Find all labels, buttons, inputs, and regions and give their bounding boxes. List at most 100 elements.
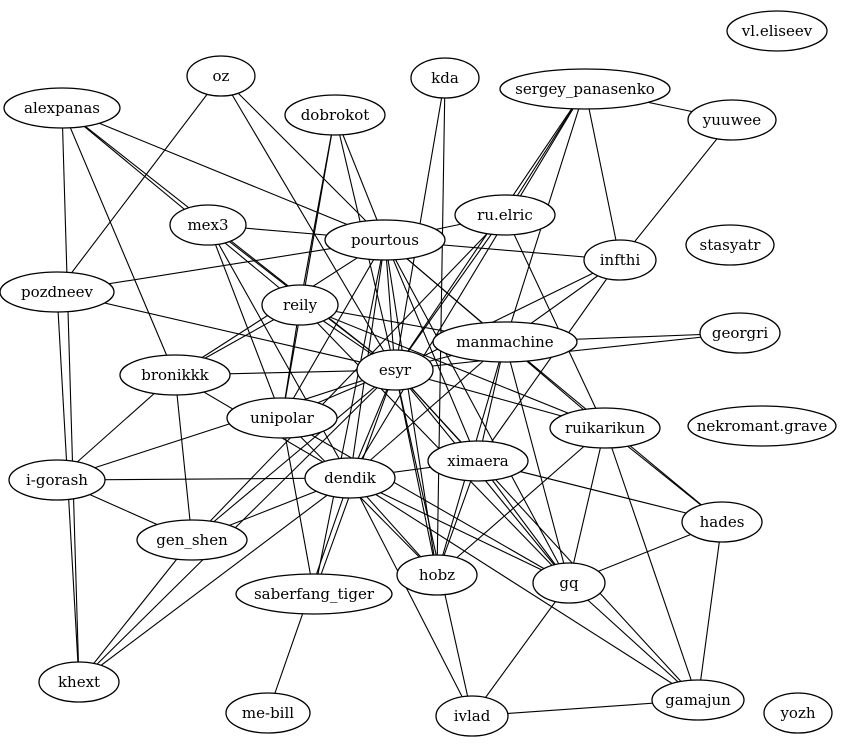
node-label: pozdneev — [21, 283, 94, 301]
node-ellipse — [225, 692, 311, 734]
node-ellipse — [583, 239, 657, 281]
edge-ru-elric-to-gen-shen — [191, 214, 506, 541]
node-ruikarikun: ruikarikun — [549, 407, 661, 449]
node-manmachine: manmachine — [432, 321, 578, 363]
edge-ruikarikun-to-hobz — [436, 427, 606, 576]
node-label: yuuwee — [702, 111, 762, 129]
edge-yuuwee-to-infthi — [619, 119, 733, 261]
edge-alexpanas-to-reily — [61, 107, 301, 306]
node-label: saberfang_tiger — [254, 585, 375, 603]
node-ellipse — [136, 519, 248, 561]
node-esyr: esyr — [356, 349, 434, 391]
edge-pourtous-to-ximaera — [384, 239, 479, 462]
node-stasyatr: stasyatr — [685, 224, 775, 266]
edge-alexpanas-to-khext — [61, 107, 80, 683]
node-ellipse — [651, 679, 745, 721]
edge-gen-shen-to-khext — [78, 539, 193, 683]
node-georgri: georgri — [699, 312, 781, 354]
node-ellipse — [261, 284, 339, 326]
node-label: i-gorash — [26, 471, 88, 489]
node-label: georgri — [712, 324, 768, 342]
edge-sergey-panasenko-to-infthi — [584, 88, 621, 261]
node-label: sergey_panasenko — [515, 80, 655, 98]
node-label: kda — [431, 69, 459, 87]
node-label: gen_shen — [156, 531, 228, 549]
edge-dendik-to-gamajun — [349, 477, 699, 701]
edge-bronikkk-to-gen-shen — [174, 374, 193, 541]
node-ellipse — [186, 55, 256, 97]
node-ellipse — [549, 407, 661, 449]
edge-esyr-to-gen-shen — [191, 369, 396, 541]
node-ellipse — [427, 440, 529, 482]
node-label: nekromant.grave — [697, 417, 828, 435]
edge-reily-to-ruikarikun — [299, 304, 606, 429]
edge-ru-elric-to-esyr — [394, 214, 506, 371]
node-label: dendik — [324, 469, 377, 487]
node-ellipse — [726, 10, 828, 52]
edge-esyr-to-hobz — [394, 369, 438, 576]
edge-sergey-panasenko-to-ru-elric — [504, 88, 586, 216]
node-label: pourtous — [351, 231, 419, 249]
node-nekromant-grave: nekromant.grave — [687, 405, 837, 447]
edge-esyr-to-gamajun — [394, 369, 699, 701]
edge-dendik-to-khext — [78, 477, 351, 683]
node-label: dobrokot — [301, 106, 370, 124]
node-sergey-panasenko: sergey_panasenko — [499, 68, 671, 110]
node-ellipse — [235, 573, 393, 615]
node-ivlad: ivlad — [435, 695, 509, 737]
node-ellipse — [356, 349, 434, 391]
edge-infthi-to-esyr — [394, 259, 621, 371]
node-dobrokot: dobrokot — [284, 94, 386, 136]
node-ellipse — [687, 99, 777, 141]
node-label: ximaera — [447, 452, 508, 470]
node-label: mex3 — [187, 216, 228, 234]
edge-ruikarikun-to-gq — [568, 427, 606, 584]
node-ellipse — [410, 57, 480, 99]
edge-reily-to-gq — [299, 304, 570, 584]
node-gq: gq — [532, 562, 606, 604]
node-label: gamajun — [665, 691, 731, 709]
node-label: gq — [559, 574, 579, 592]
edge-mex3-to-dendik — [207, 224, 351, 479]
node-hobz: hobz — [396, 554, 478, 596]
node-oz: oz — [186, 55, 256, 97]
node-ellipse — [226, 397, 338, 439]
edge-alexpanas-to-bronikkk — [61, 107, 176, 376]
edge-pozdneev-to-esyr — [56, 291, 396, 371]
node-label: unipolar — [250, 409, 314, 427]
node-label: alexpanas — [24, 99, 100, 117]
node-mex3: mex3 — [169, 204, 247, 246]
node-infthi: infthi — [583, 239, 657, 281]
node-alexpanas: alexpanas — [3, 87, 121, 129]
node-label: me-bill — [242, 704, 294, 722]
edge-dendik-to-ivlad — [349, 477, 473, 717]
edge-dobrokot-to-pourtous — [334, 114, 386, 241]
node-ellipse — [396, 554, 478, 596]
node-khext: khext — [38, 661, 120, 703]
edge-pourtous-to-saberfang-tiger — [313, 239, 386, 595]
edge-unipolar-to-gq — [281, 417, 570, 584]
node-label: manmachine — [456, 333, 554, 351]
node-ellipse — [435, 695, 509, 737]
node-ellipse — [169, 204, 247, 246]
node-label: ru.elric — [477, 206, 533, 224]
edge-gq-to-ivlad — [471, 582, 570, 717]
edge-oz-to-pozdneev — [56, 75, 222, 293]
edge-sergey-panasenko-to-dendik — [349, 88, 586, 479]
node-gen-shen: gen_shen — [136, 519, 248, 561]
node-i-gorash: i-gorash — [8, 459, 106, 501]
edge-ruikarikun-to-gamajun — [604, 427, 699, 701]
node-label: vl.eliseev — [741, 22, 813, 40]
node-hades: hades — [681, 501, 763, 543]
node-reily: reily — [261, 284, 339, 326]
node-label: ruikarikun — [565, 419, 645, 437]
node-ellipse — [699, 312, 781, 354]
node-ellipse — [3, 87, 121, 129]
node-gamajun: gamajun — [651, 679, 745, 721]
edge-unipolar-to-saberfang-tiger — [281, 417, 315, 595]
edge-oz-to-esyr — [220, 75, 396, 371]
node-ellipse — [687, 405, 837, 447]
edge-dobrokot-to-unipolar — [281, 114, 336, 419]
edge-ximaera-to-gq — [477, 460, 570, 584]
